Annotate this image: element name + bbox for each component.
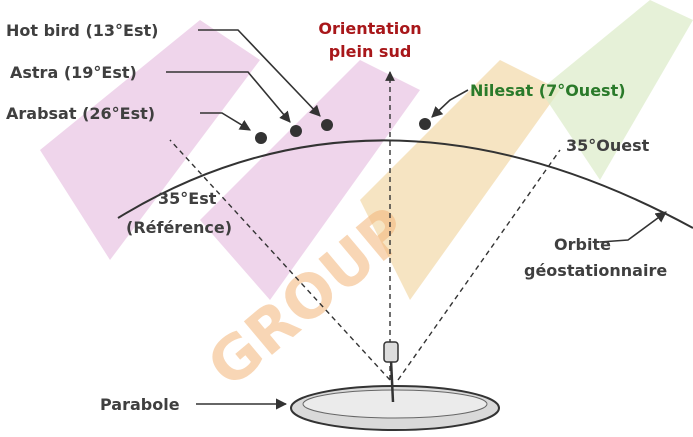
label-nilesat: Nilesat (7°Ouest) [470, 81, 626, 100]
satellite-astra [290, 125, 302, 137]
label-geostationnaire: géostationnaire [524, 261, 667, 280]
pointer-nilesat [431, 89, 469, 118]
label-35-est: 35°Est [158, 189, 217, 208]
dish-lnb [383, 341, 399, 363]
label-orientation-2: plein sud [329, 42, 412, 61]
line-35-ouest [397, 149, 561, 381]
satellite-hotbird [321, 119, 333, 131]
watermark-stroke-orange [360, 60, 560, 300]
parabole-dish [290, 341, 500, 431]
label-hotbird: Hot bird (13°Est) [6, 21, 158, 40]
line-35-est [169, 139, 391, 381]
watermark-stroke-pink [40, 20, 260, 260]
label-orientation-1: Orientation [318, 19, 421, 38]
label-reference: (Référence) [126, 218, 232, 237]
satellites [255, 118, 431, 144]
satellite-arabsat [255, 132, 267, 144]
pointer-orbite [599, 211, 667, 243]
pointer-arabsat [200, 112, 251, 131]
satellite-nilesat [419, 118, 431, 130]
dish-arm [389, 359, 395, 403]
label-orbite: Orbite [554, 235, 611, 254]
orbit-arc [117, 139, 693, 229]
label-arabsat: Arabsat (26°Est) [6, 104, 155, 123]
watermark-stroke-green [540, 0, 693, 180]
watermark-stroke-pink-2 [200, 60, 420, 300]
label-35-ouest: 35°Ouest [566, 136, 650, 155]
sight-lines [169, 71, 561, 381]
pointer-lines [166, 29, 667, 410]
pointer-hotbird [198, 29, 321, 117]
label-parabole: Parabole [100, 395, 180, 414]
label-astra: Astra (19°Est) [10, 63, 137, 82]
pointer-astra [166, 71, 291, 123]
dish-inner [302, 389, 488, 419]
